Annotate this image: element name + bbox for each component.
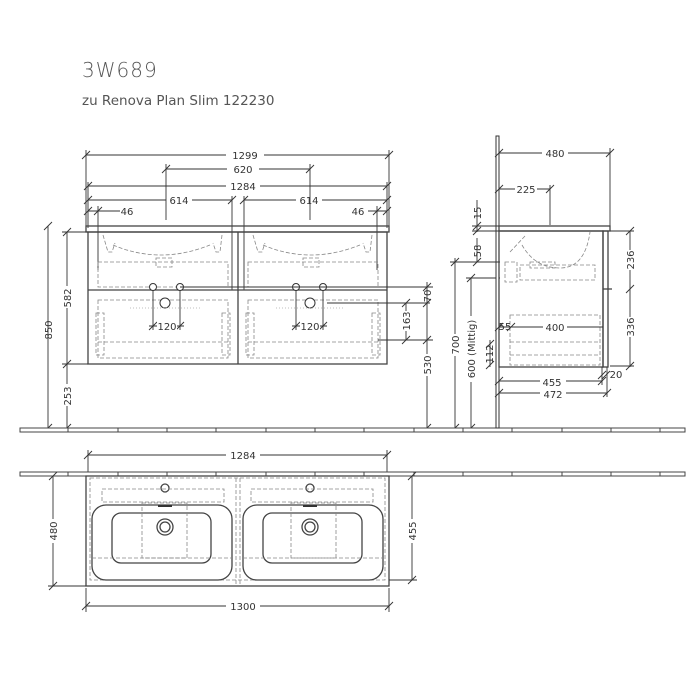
dim-120-left: 120 bbox=[157, 322, 176, 333]
dim-614-left: 614 bbox=[169, 196, 188, 207]
dim-1284-plan: 1284 bbox=[230, 451, 255, 462]
dim-620: 620 bbox=[233, 165, 252, 176]
dim-455-side: 455 bbox=[542, 378, 561, 389]
dim-1300: 1300 bbox=[230, 602, 255, 613]
dim-400: 400 bbox=[545, 323, 564, 334]
article-number: 3W689 bbox=[82, 58, 158, 82]
side-view: 480 225 15 58 bbox=[472, 135, 637, 429]
dim-112: 112 bbox=[485, 344, 496, 363]
dim-15: 15 bbox=[473, 207, 484, 220]
product-subtitle: zu Renova Plan Slim 122230 bbox=[82, 93, 275, 109]
dim-480-plan: 480 bbox=[49, 521, 60, 540]
dim-46-right: 46 bbox=[352, 207, 365, 218]
dim-163: 163 bbox=[402, 311, 413, 330]
plan-view: 1284 bbox=[19, 449, 686, 613]
dim-472: 472 bbox=[543, 390, 562, 401]
dim-225: 225 bbox=[516, 185, 535, 196]
dim-480-side: 480 bbox=[545, 149, 564, 160]
dim-20: 20 bbox=[610, 370, 623, 381]
dim-236: 236 bbox=[626, 250, 637, 269]
dim-58: 58 bbox=[473, 245, 484, 258]
dim-46-left: 46 bbox=[121, 207, 134, 218]
dim-70: 70 bbox=[423, 290, 434, 303]
front-view: 1299 620 1284 614 614 46 46 bbox=[43, 149, 500, 433]
dim-336: 336 bbox=[626, 317, 637, 336]
dim-614-right: 614 bbox=[299, 196, 318, 207]
floor-line-front bbox=[19, 427, 686, 433]
dim-455-plan: 455 bbox=[408, 521, 419, 540]
dim-700: 700 bbox=[451, 335, 462, 354]
dim-600-mittig: 600 (Mittig) bbox=[467, 320, 478, 379]
dim-1299: 1299 bbox=[232, 151, 257, 162]
dim-120-right: 120 bbox=[300, 322, 319, 333]
dim-1284: 1284 bbox=[230, 182, 255, 193]
dim-582: 582 bbox=[63, 288, 74, 307]
dim-55: 55 bbox=[499, 322, 512, 333]
dim-253: 253 bbox=[63, 386, 74, 405]
dim-850: 850 bbox=[44, 320, 55, 339]
dim-530: 530 bbox=[423, 355, 434, 374]
